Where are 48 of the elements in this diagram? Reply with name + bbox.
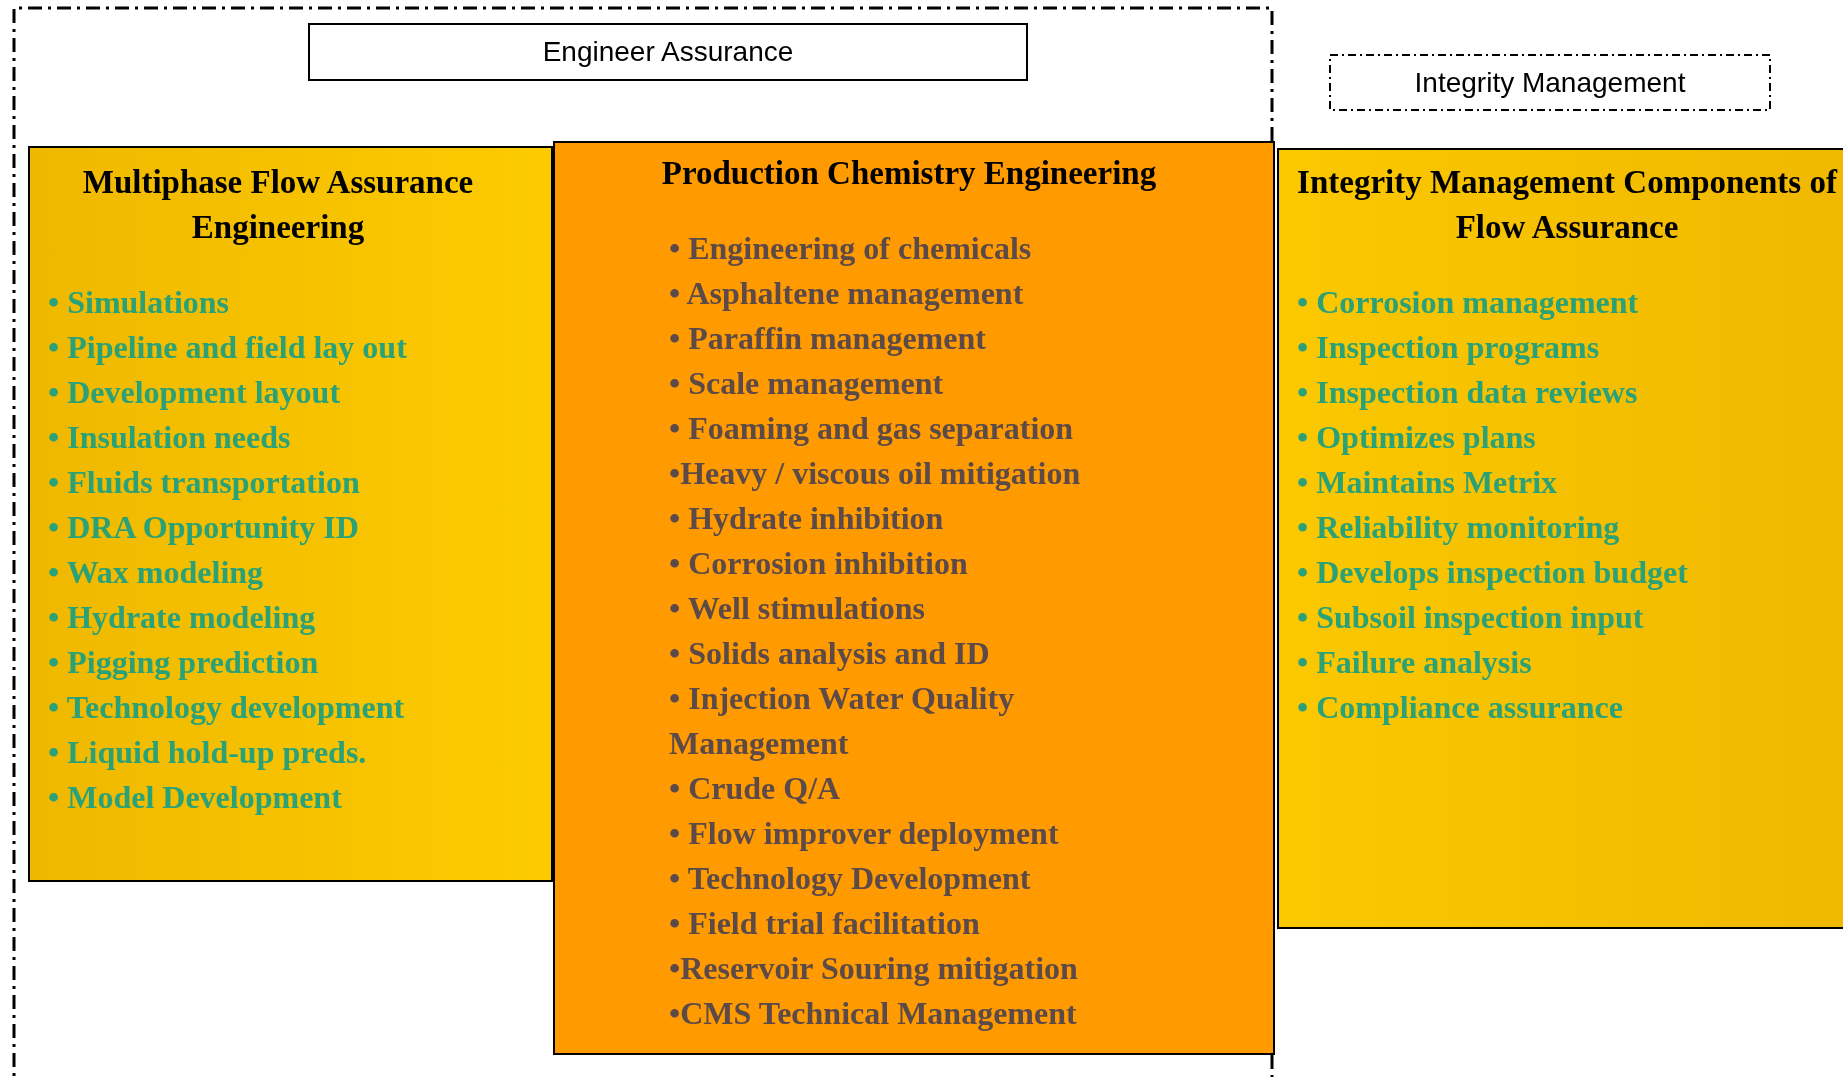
- panel-heading: Multiphase Flow Assurance Engineering: [81, 163, 475, 247]
- list-item: • Foaming and gas separation: [669, 409, 1075, 448]
- list-item: • Insulation needs: [48, 418, 292, 457]
- list-item: • Crude Q/A: [669, 769, 842, 808]
- panel-heading: Integrity Management Components of Flow Assurance: [1297, 163, 1837, 247]
- list-item: • Corrosion management: [1297, 283, 1640, 322]
- list-item: • Corrosion inhibition: [669, 544, 969, 583]
- list-item: • Pigging prediction: [48, 643, 320, 682]
- list-item: • Hydrate modeling: [48, 598, 317, 637]
- list-item: •Reservoir Souring mitigation: [669, 949, 1079, 988]
- list-item: • Paraffin management: [669, 319, 987, 358]
- title-box: Engineer Assurance: [308, 23, 1028, 81]
- list-item: • Liquid hold-up preds.: [48, 733, 368, 772]
- list-item: • Inspection programs: [1297, 328, 1601, 367]
- list-item: • Develops inspection budget: [1297, 553, 1689, 592]
- section-label: Integrity Management: [1328, 53, 1772, 112]
- list-item: • Development layout: [48, 373, 342, 412]
- list-item: • Compliance assurance: [1297, 688, 1624, 727]
- list-item: • Injection Water Quality Management: [669, 679, 1016, 763]
- list-item: • Wax modeling: [48, 553, 265, 592]
- list-item: • Solids analysis and ID: [669, 634, 991, 673]
- list-item: • Pipeline and field lay out: [48, 328, 408, 367]
- list-item: • Inspection data reviews: [1297, 373, 1639, 412]
- list-item: • Model Development: [48, 778, 343, 817]
- list-item: • Maintains Metrix: [1297, 463, 1559, 502]
- list-item: • Simulations: [48, 283, 231, 322]
- list-item: • Fluids transportation: [48, 463, 361, 502]
- category-panel: [28, 146, 553, 882]
- list-item: • Scale management: [669, 364, 945, 403]
- category-panel: [1277, 148, 1843, 929]
- list-item: • Technology Development: [669, 859, 1032, 898]
- list-item: • Flow improver deployment: [669, 814, 1060, 853]
- list-item: •CMS Technical Management: [669, 994, 1078, 1033]
- category-panel: [553, 141, 1275, 1055]
- list-item: • Failure analysis: [1297, 643, 1533, 682]
- panel-heading: Production Chemistry Engineering: [660, 154, 1158, 193]
- list-item: • Asphaltene management: [669, 274, 1025, 313]
- list-item: • Reliability monitoring: [1297, 508, 1621, 547]
- list-item: • Optimizes plans: [1297, 418, 1537, 457]
- list-item: • Technology development: [48, 688, 406, 727]
- list-item: • Field trial facilitation: [669, 904, 981, 943]
- list-item: • Well stimulations: [669, 589, 926, 628]
- dash-dot-region: [12, 6, 1274, 1077]
- list-item: • Subsoil inspection input: [1297, 598, 1645, 637]
- list-item: •Heavy / viscous oil mitigation: [669, 454, 1082, 493]
- list-item: • DRA Opportunity ID: [48, 508, 360, 547]
- list-item: • Engineering of chemicals: [669, 229, 1033, 268]
- list-item: • Hydrate inhibition: [669, 499, 945, 538]
